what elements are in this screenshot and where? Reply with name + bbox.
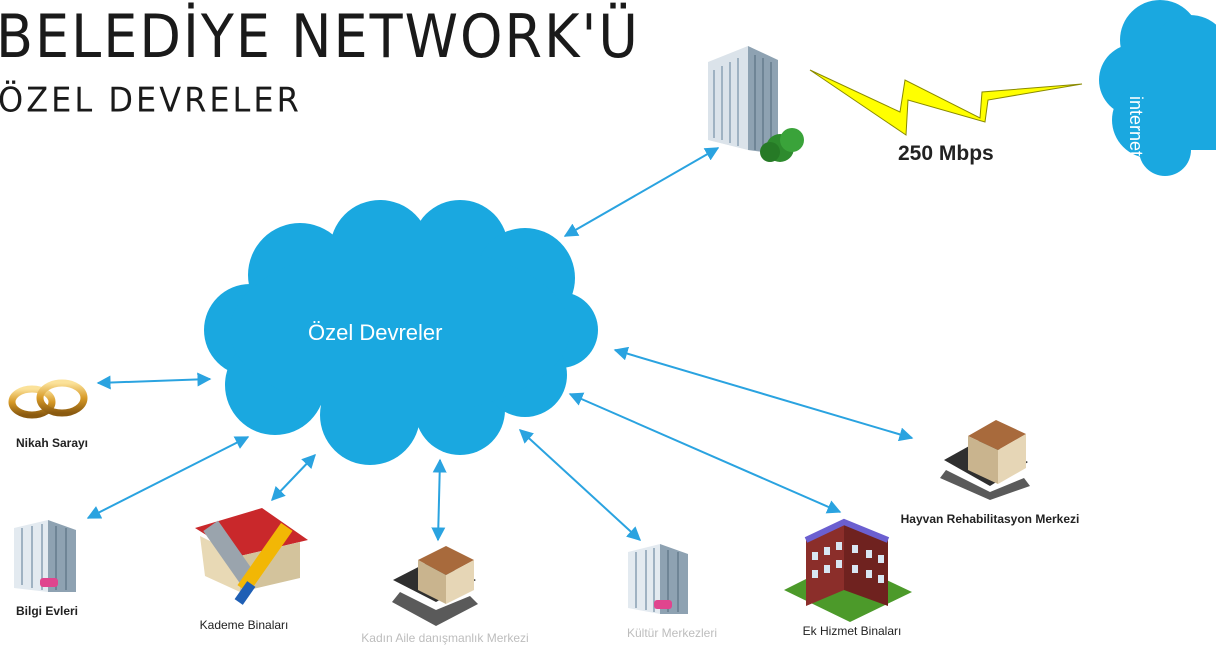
culture-building-icon xyxy=(628,544,688,614)
hub-cloud-label: Özel Devreler xyxy=(308,320,443,345)
arrow-hub-nikah xyxy=(96,372,212,390)
lightning-bolt-icon xyxy=(809,69,1083,136)
arrow-hub-ekhizmet xyxy=(568,392,842,514)
hayvan-rehabilitasyon-label: Hayvan Rehabilitasyon Merkezi xyxy=(900,512,1080,526)
animal-center-house-icon xyxy=(940,420,1030,500)
internet-cloud xyxy=(1099,0,1216,176)
kultur-merkezleri-label: Kültür Merkezleri xyxy=(626,626,718,640)
wedding-rings-icon xyxy=(8,379,88,419)
arrow-hub-kadin xyxy=(431,458,447,542)
arrow-hub-kultur xyxy=(518,429,642,541)
arrow-hub-hayvan xyxy=(613,346,914,442)
private-circuits-cloud xyxy=(204,200,598,465)
nikah-sarayi-label: Nikah Sarayı xyxy=(15,436,89,450)
arrow-hub-kademe xyxy=(271,453,316,502)
arrow-hub-datacenter xyxy=(563,147,720,237)
kademe-binalari-label: Kademe Binaları xyxy=(199,618,289,632)
isometric-house-icon xyxy=(392,546,478,626)
house-tools-icon xyxy=(195,508,308,605)
arrow-hub-bilgi xyxy=(86,436,250,519)
datacenter-building-icon xyxy=(708,46,804,162)
kadin-aile-label: Kadın Aile danışmanlık Merkezi xyxy=(361,631,529,645)
internet-label: internet xyxy=(1126,96,1146,157)
bandwidth-label: 250 Mbps xyxy=(898,142,994,165)
page-title: BELEDİYE NETWORK'Ü xyxy=(0,2,640,72)
office-building-icon xyxy=(14,520,76,592)
brick-building-icon xyxy=(784,518,912,622)
page-subtitle: ÖZEL DEVRELER xyxy=(0,80,302,120)
ek-hizmet-label: Ek Hizmet Binaları xyxy=(802,624,902,638)
bilgi-evleri-label: Bilgi Evleri xyxy=(15,604,79,618)
